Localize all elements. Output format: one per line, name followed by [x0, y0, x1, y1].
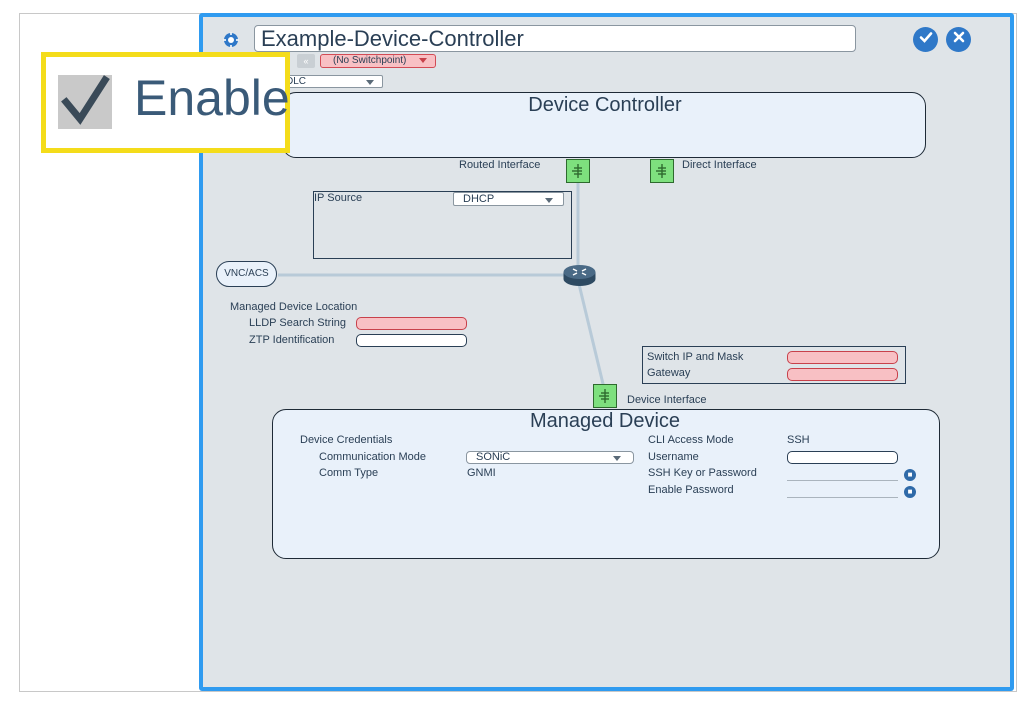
comm-type-label: Comm Type — [319, 467, 379, 479]
direct-interface-label: Direct Interface — [682, 159, 757, 171]
routed-interface-label: Routed Interface — [459, 159, 541, 171]
lock-icon[interactable]: ■ — [904, 486, 916, 498]
ip-source-box — [313, 191, 572, 259]
cancel-button[interactable] — [946, 27, 971, 52]
ip-source-select[interactable]: DHCP — [453, 192, 564, 206]
ztp-identification-input[interactable] — [356, 334, 467, 347]
ip-source-label: IP Source — [314, 192, 363, 204]
username-label: Username — [648, 451, 699, 463]
mode-select[interactable]: DLC — [282, 75, 383, 88]
communication-mode-label: Communication Mode — [319, 451, 426, 463]
username-input[interactable] — [787, 451, 898, 464]
switchpoint-label: (No Switchpoint) — [333, 55, 407, 66]
save-button[interactable] — [913, 27, 938, 52]
device-credentials-label: Device Credentials — [300, 434, 393, 446]
switch-ip-mask-label: Switch IP and Mask — [647, 351, 744, 363]
enable-label[interactable]: Enable — [134, 70, 290, 126]
device-controller-box — [282, 92, 926, 158]
switch-ip-mask-input[interactable] — [787, 351, 898, 364]
managed-device-title: Managed Device — [529, 410, 681, 432]
gateway-label: Gateway — [647, 367, 691, 379]
ztp-identification-label: ZTP Identification — [249, 334, 335, 346]
network-port-icon — [567, 164, 589, 186]
comm-type-value: GNMI — [467, 467, 496, 479]
cli-access-mode-label: CLI Access Mode — [648, 434, 734, 446]
mode-select-value: DLC — [286, 76, 307, 87]
ip-source-value: DHCP — [463, 193, 495, 205]
close-icon — [952, 30, 966, 49]
gateway-input[interactable] — [787, 368, 898, 381]
check-icon — [918, 29, 934, 50]
network-port-icon — [594, 389, 616, 411]
chevron-down-icon — [545, 198, 553, 203]
chevron-down-icon — [366, 80, 374, 85]
switchpoint-select[interactable]: (No Switchpoint) — [320, 54, 436, 68]
vnc-acs-label: VNC/ACS — [224, 268, 269, 279]
device-interface-port[interactable] — [593, 384, 617, 408]
enable-password-input[interactable] — [787, 497, 898, 498]
lldp-search-label: LLDP Search String — [249, 317, 347, 329]
lock-icon[interactable]: ■ — [904, 469, 916, 481]
network-port-icon — [651, 164, 673, 186]
ssh-key-label: SSH Key or Password — [648, 467, 757, 479]
direct-interface-port[interactable] — [650, 159, 674, 183]
device-controller-title: Device Controller — [528, 94, 682, 116]
enable-password-label: Enable Password — [648, 484, 734, 496]
lldp-search-input[interactable] — [356, 317, 467, 330]
managed-device-location-label: Managed Device Location — [230, 301, 358, 313]
gear-icon[interactable] — [222, 31, 240, 49]
routed-interface-port[interactable] — [566, 159, 590, 183]
device-name-input[interactable]: Example-Device-Controller — [254, 25, 856, 52]
cli-access-mode-value: SSH — [787, 434, 810, 446]
switchpoint-back-button[interactable]: « — [297, 54, 315, 68]
chevron-down-icon — [613, 456, 621, 461]
enable-checkbox[interactable] — [58, 75, 112, 129]
managed-device-box — [272, 409, 940, 559]
communication-mode-select[interactable]: SONiC — [466, 451, 634, 464]
device-interface-label: Device Interface — [627, 394, 707, 406]
router-icon[interactable] — [562, 263, 597, 293]
ssh-key-input[interactable] — [787, 480, 898, 481]
check-icon — [58, 75, 112, 133]
chevron-down-icon — [419, 57, 428, 63]
communication-mode-value: SONiC — [476, 451, 511, 463]
vnc-acs-node[interactable]: VNC/ACS — [216, 261, 277, 287]
switch-ip-box — [642, 346, 906, 384]
